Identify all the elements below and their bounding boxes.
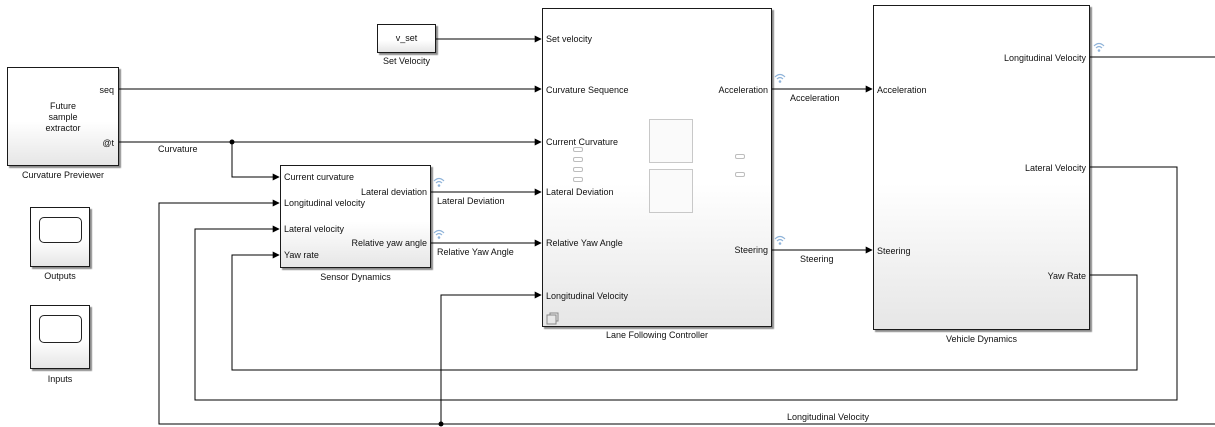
wifi-signal-icon	[1093, 42, 1105, 52]
port-yaw-rate: Yaw Rate	[1047, 271, 1086, 281]
set-velocity-name: Set Velocity	[382, 56, 431, 66]
previewer-text: Future sample extractor	[45, 101, 81, 133]
inputs-scope-name: Inputs	[47, 374, 73, 384]
internal-preview-box	[649, 119, 693, 163]
lane-following-controller-name: Lane Following Controller	[605, 330, 709, 340]
port-lateral-deviation: Lateral deviation	[360, 187, 427, 197]
curvature-previewer-name: Curvature Previewer	[21, 170, 105, 180]
outputs-scope-block[interactable]	[30, 207, 90, 267]
signal-label-steering: Steering	[800, 254, 834, 264]
constant-value: v_set	[395, 33, 418, 43]
wifi-signal-icon	[433, 229, 445, 239]
port-current-curvature: Current curvature	[284, 172, 355, 182]
port-longitudinal-velocity: Longitudinal Velocity	[1003, 53, 1086, 63]
port-acceleration: Acceleration	[718, 85, 768, 95]
wire-lateral-velocity-feedback	[194, 166, 1178, 401]
port-steering: Steering	[877, 246, 911, 256]
junction-dot	[229, 139, 235, 145]
wifi-signal-icon	[774, 73, 786, 83]
wire-longitudinal-velocity-feedback	[158, 199, 1215, 425]
port-current-curvature: Current Curvature	[546, 137, 619, 147]
port-relative-yaw-angle: Relative yaw angle	[351, 238, 427, 248]
wifi-signal-icon	[433, 177, 445, 187]
sensor-dynamics-name: Sensor Dynamics	[320, 272, 391, 282]
signal-label-lateral-deviation: Lateral Deviation	[437, 196, 505, 206]
port-seq: seq	[99, 85, 114, 95]
wire-yaw-rate-feedback	[231, 251, 1138, 371]
sensor-dynamics-block[interactable]: Current curvature Longitudinal velocity …	[280, 165, 431, 268]
port-set-velocity: Set velocity	[546, 34, 593, 44]
curvature-previewer-block[interactable]: Future sample extractor seq @t	[7, 67, 119, 166]
internal-preview-port	[573, 147, 583, 152]
signal-label-curvature: Curvature	[158, 144, 198, 154]
port-steering: Steering	[734, 245, 768, 255]
signal-label-relative-yaw-angle: Relative Yaw Angle	[437, 247, 514, 257]
internal-preview-port	[735, 172, 745, 177]
subsystem-badge-icon	[546, 312, 559, 325]
scope-icon	[39, 217, 82, 243]
lane-following-controller-block[interactable]: Set velocity Curvature Sequence Current …	[542, 8, 772, 327]
wire-longitudinal-velocity-branch	[440, 291, 542, 424]
port-lateral-deviation: Lateral Deviation	[546, 187, 614, 197]
outputs-scope-name: Outputs	[44, 271, 76, 281]
internal-preview-port	[573, 157, 583, 162]
inputs-scope-block[interactable]	[30, 305, 90, 369]
internal-preview-port	[573, 177, 583, 182]
vehicle-dynamics-block[interactable]: Acceleration Steering Longitudinal Veloc…	[873, 5, 1090, 330]
port-longitudinal-velocity: Longitudinal Velocity	[546, 291, 629, 301]
internal-preview-box	[649, 169, 693, 213]
internal-preview-port	[573, 167, 583, 172]
signal-label-longitudinal-velocity: Longitudinal Velocity	[787, 412, 870, 422]
set-velocity-block[interactable]: v_set	[377, 24, 436, 53]
port-at-t: @t	[102, 138, 114, 148]
signal-label-acceleration: Acceleration	[790, 93, 840, 103]
port-yaw-rate: Yaw rate	[284, 250, 319, 260]
port-longitudinal-velocity: Longitudinal velocity	[284, 198, 366, 208]
scope-icon	[39, 315, 82, 343]
port-curvature-sequence: Curvature Sequence	[546, 85, 629, 95]
port-acceleration: Acceleration	[877, 85, 927, 95]
junction-dot	[438, 421, 444, 427]
port-relative-yaw-angle: Relative Yaw Angle	[546, 238, 623, 248]
port-lateral-velocity: Lateral velocity	[284, 224, 345, 234]
internal-preview-port	[735, 154, 745, 159]
wifi-signal-icon	[774, 235, 786, 245]
port-lateral-velocity: Lateral Velocity	[1024, 163, 1086, 173]
wire-curvature-branch	[231, 142, 280, 181]
vehicle-dynamics-name: Vehicle Dynamics	[945, 334, 1018, 344]
